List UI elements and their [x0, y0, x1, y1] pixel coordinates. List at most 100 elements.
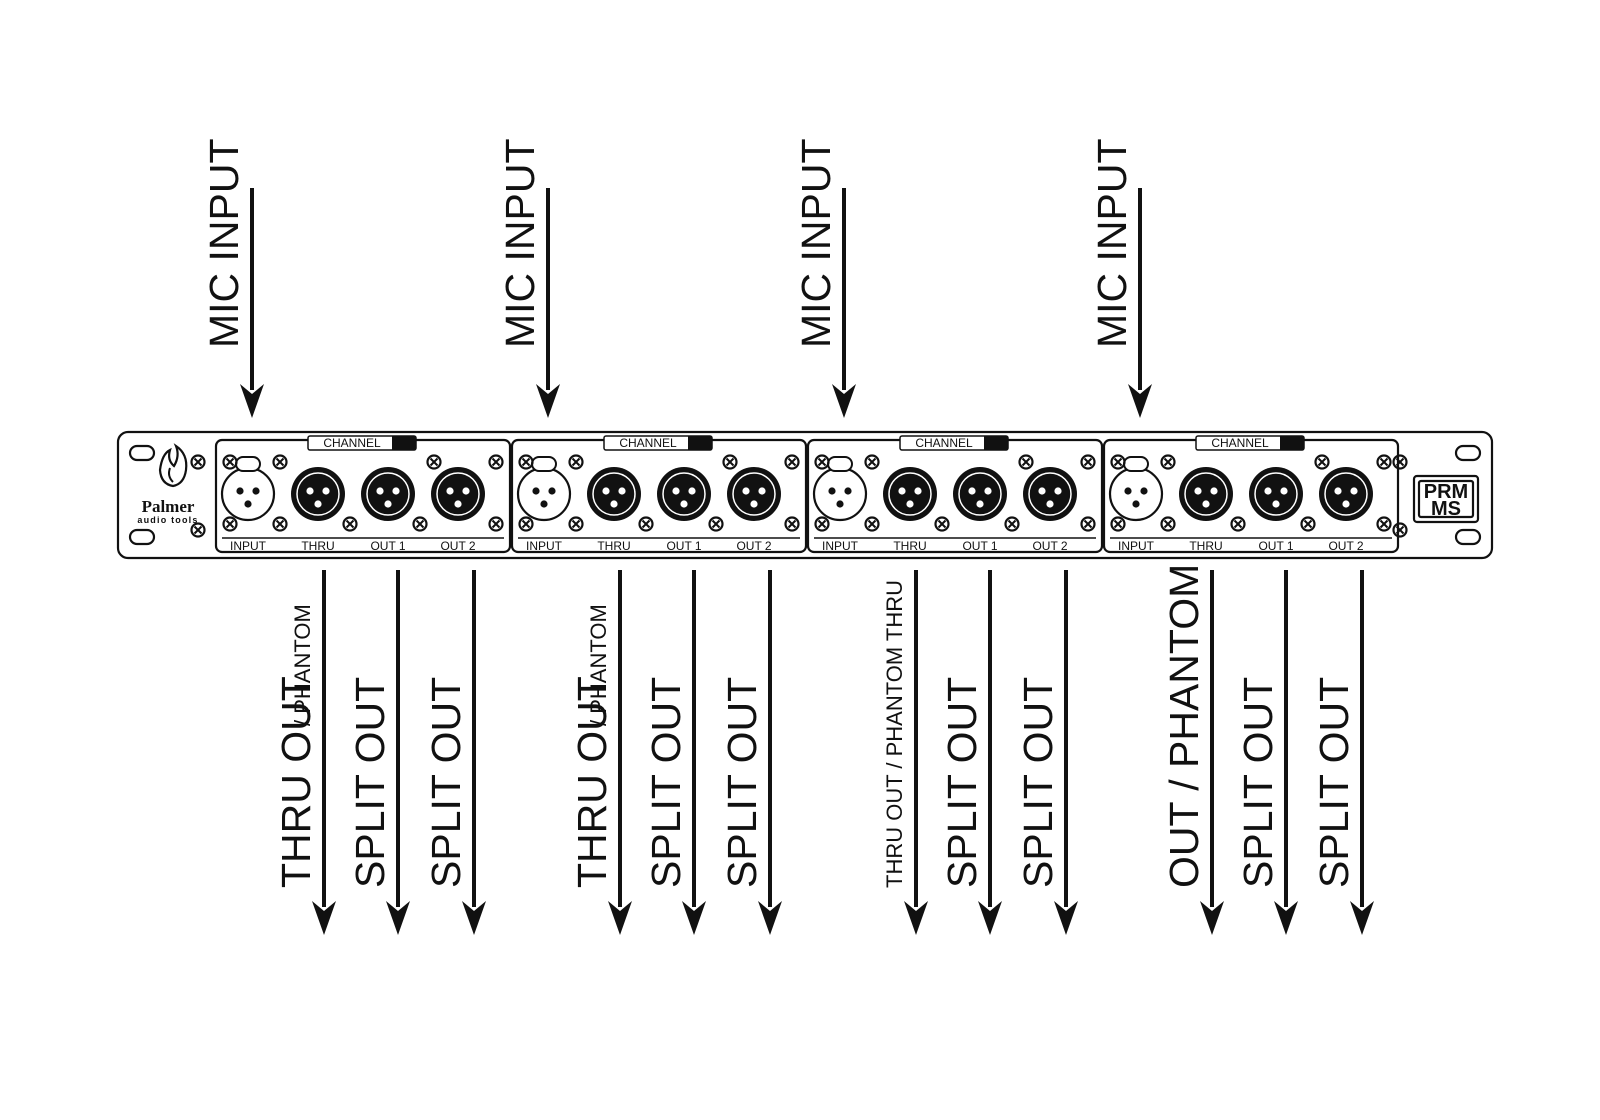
screw-head [814, 454, 830, 470]
screw-slot [571, 457, 581, 467]
screw-slot [1007, 519, 1017, 529]
input-arrow-label: MIC INPUT [497, 138, 543, 348]
arrowhead-icon [682, 901, 706, 935]
screw-head [784, 516, 800, 532]
jack-ring [888, 472, 932, 516]
screw-slot [491, 457, 501, 467]
pin [306, 487, 314, 495]
screw-slot [725, 457, 735, 467]
pin [968, 487, 976, 495]
jack-ring [662, 472, 706, 516]
xlr-male-output-jack [953, 467, 1007, 521]
mounting-screw [1018, 454, 1034, 470]
pin-hole [1124, 487, 1132, 495]
screw-head [412, 516, 428, 532]
arrowhead-icon [1128, 384, 1152, 418]
pin [976, 500, 984, 508]
arrowhead-icon [536, 384, 560, 418]
mounting-screw [1160, 516, 1176, 532]
screw-slot [817, 457, 827, 467]
arrowhead-icon [1054, 901, 1078, 935]
screw-head [568, 516, 584, 532]
channel-header: CHANNEL [915, 436, 973, 450]
pin [758, 487, 766, 495]
screw-head [342, 516, 358, 532]
output-arrow-label-suffix: / PHANTOM [290, 604, 315, 726]
xlr-female-input-jack [1108, 456, 1164, 522]
latch-tab [531, 456, 557, 472]
mounting-screw [568, 454, 584, 470]
rack-ear-hole-bottom-left [128, 528, 156, 546]
output-arrow-label-suffix: / PHANTOM [586, 604, 611, 726]
jack-shell [516, 466, 572, 522]
jack-shell [883, 467, 937, 521]
output-arrow-label: THRU OUT / PHANTOM THRU [882, 580, 907, 888]
screw-slot [711, 519, 721, 529]
mounting-screw [1080, 454, 1096, 470]
mounting-screw [814, 454, 830, 470]
model-badge-outer [1412, 474, 1480, 524]
pin-hole [844, 487, 852, 495]
pin [384, 500, 392, 508]
pin [1054, 487, 1062, 495]
pin [1272, 500, 1280, 508]
output-arrow [1054, 570, 1078, 935]
input-arrow-label: MIC INPUT [1089, 138, 1135, 348]
screw-head [568, 454, 584, 470]
screw-head [934, 516, 950, 532]
mounting-screw [568, 516, 584, 532]
mounting-screw [784, 516, 800, 532]
mounting-screw [1314, 454, 1330, 470]
xlr-male-output-jack [657, 467, 711, 521]
channel-header: CHANNEL [1211, 436, 1269, 450]
model-line-1: PRM [1424, 481, 1468, 503]
latch-tab [1123, 456, 1149, 472]
jack-ring [1184, 472, 1228, 516]
screw-head [1376, 516, 1392, 532]
palmer-flame-icon [158, 443, 188, 488]
mounting-screw [638, 516, 654, 532]
mounting-screw [1392, 522, 1408, 538]
pin [1264, 487, 1272, 495]
jack-ring [732, 472, 776, 516]
rack-ear-hole-top-left [128, 444, 156, 462]
screw-head [864, 454, 880, 470]
screw-slot [521, 457, 531, 467]
pin [610, 500, 618, 508]
jack-ring [958, 472, 1002, 516]
jack-shell [220, 466, 276, 522]
arrowhead-icon [312, 901, 336, 935]
pin [602, 487, 610, 495]
mounting-screw [488, 454, 504, 470]
pin [688, 487, 696, 495]
channel-header: CHANNEL [323, 436, 381, 450]
mounting-screw [864, 454, 880, 470]
screw-slot [1163, 457, 1173, 467]
jack-label: THRU [1189, 539, 1222, 553]
mounting-screw [342, 516, 358, 532]
latch-tab [235, 456, 261, 472]
screw-head [272, 516, 288, 532]
screw-slot [225, 457, 235, 467]
screw-slot [521, 519, 531, 529]
arrowhead-icon [978, 901, 1002, 935]
mounting-screw [934, 516, 950, 532]
jack-shell [361, 467, 415, 521]
xlr-male-output-jack [361, 467, 415, 521]
jack-shell [587, 467, 641, 521]
xlr-male-output-jack [1249, 467, 1303, 521]
arrowhead-icon [240, 384, 264, 418]
jack-shell [1023, 467, 1077, 521]
jack-label: INPUT [230, 539, 267, 553]
pin [1210, 487, 1218, 495]
pin [672, 487, 680, 495]
output-arrow [1350, 570, 1374, 935]
pin [454, 500, 462, 508]
jack-ring [1324, 472, 1368, 516]
jack-label: INPUT [1118, 539, 1155, 553]
screw-head [784, 454, 800, 470]
mounting-screw [1376, 454, 1392, 470]
screw-head [1392, 522, 1408, 538]
screw-slot [193, 457, 203, 467]
